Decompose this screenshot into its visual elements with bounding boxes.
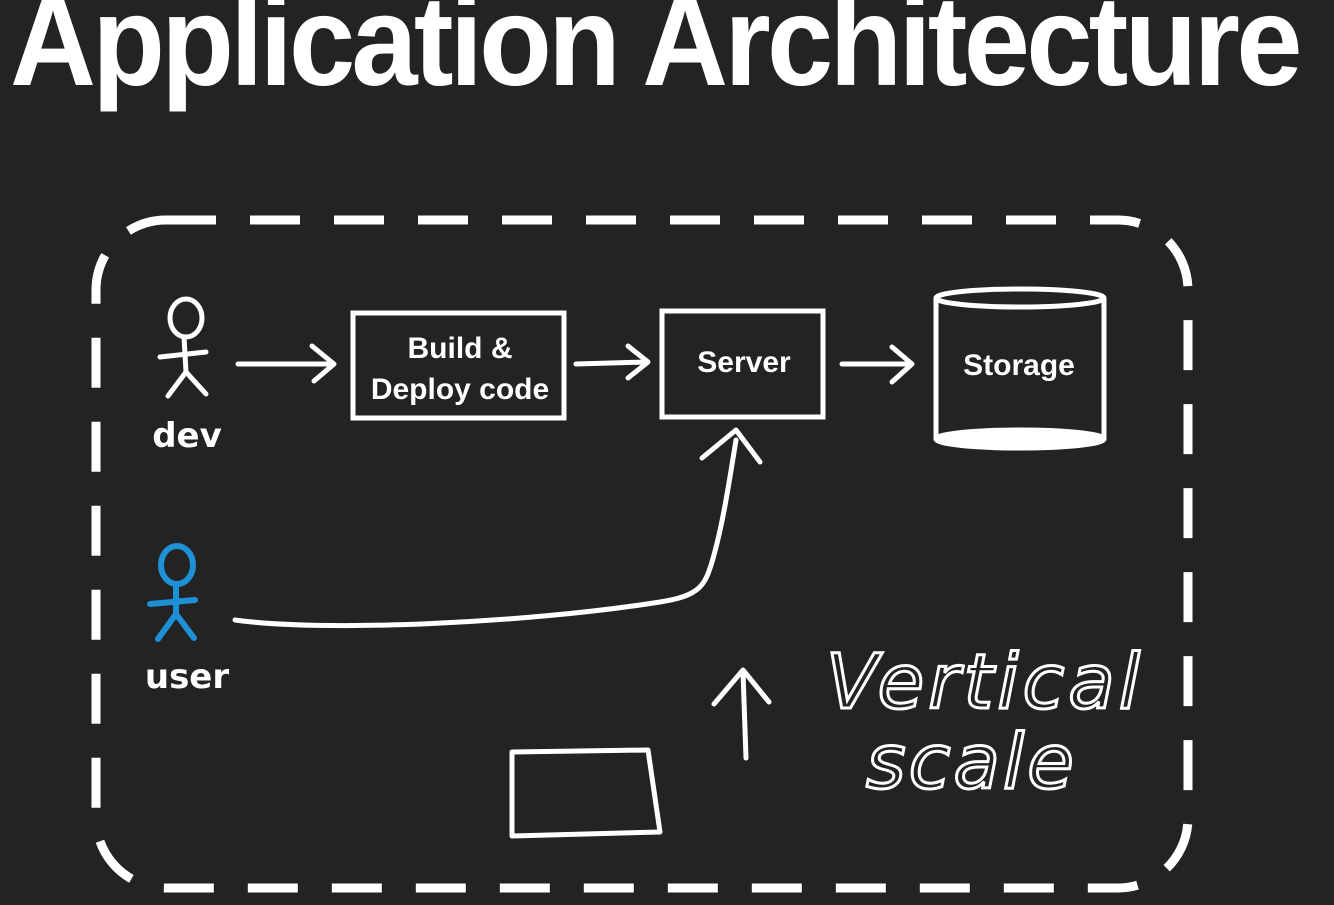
build-deploy-label-line2: Deploy code	[371, 373, 549, 406]
storage-cylinder-icon	[933, 286, 1107, 451]
system-boundary	[91, 215, 1193, 893]
user-stick-figure-icon	[147, 543, 198, 642]
dev-to-build-arrow-icon	[235, 343, 337, 384]
page-title: Application Architecture	[10, 0, 1302, 113]
server-box	[659, 308, 826, 420]
user-label: user	[145, 657, 230, 697]
annotation-vertical: Vertical	[826, 637, 1144, 726]
scale-up-arrow-icon	[711, 667, 772, 761]
scaled-server-box	[509, 747, 663, 839]
build-deploy-box	[350, 310, 567, 421]
build-deploy-label-line1: Build &	[408, 332, 513, 365]
build-to-server-arrow-icon	[573, 343, 651, 381]
dev-label: dev	[152, 416, 222, 456]
dev-stick-figure-icon	[157, 296, 209, 399]
storage-label: Storage	[963, 349, 1075, 382]
server-label: Server	[697, 346, 791, 379]
user-to-server-arrow-icon	[232, 427, 763, 629]
server-to-storage-arrow-icon	[839, 344, 915, 385]
annotation-scale: scale	[866, 717, 1077, 806]
